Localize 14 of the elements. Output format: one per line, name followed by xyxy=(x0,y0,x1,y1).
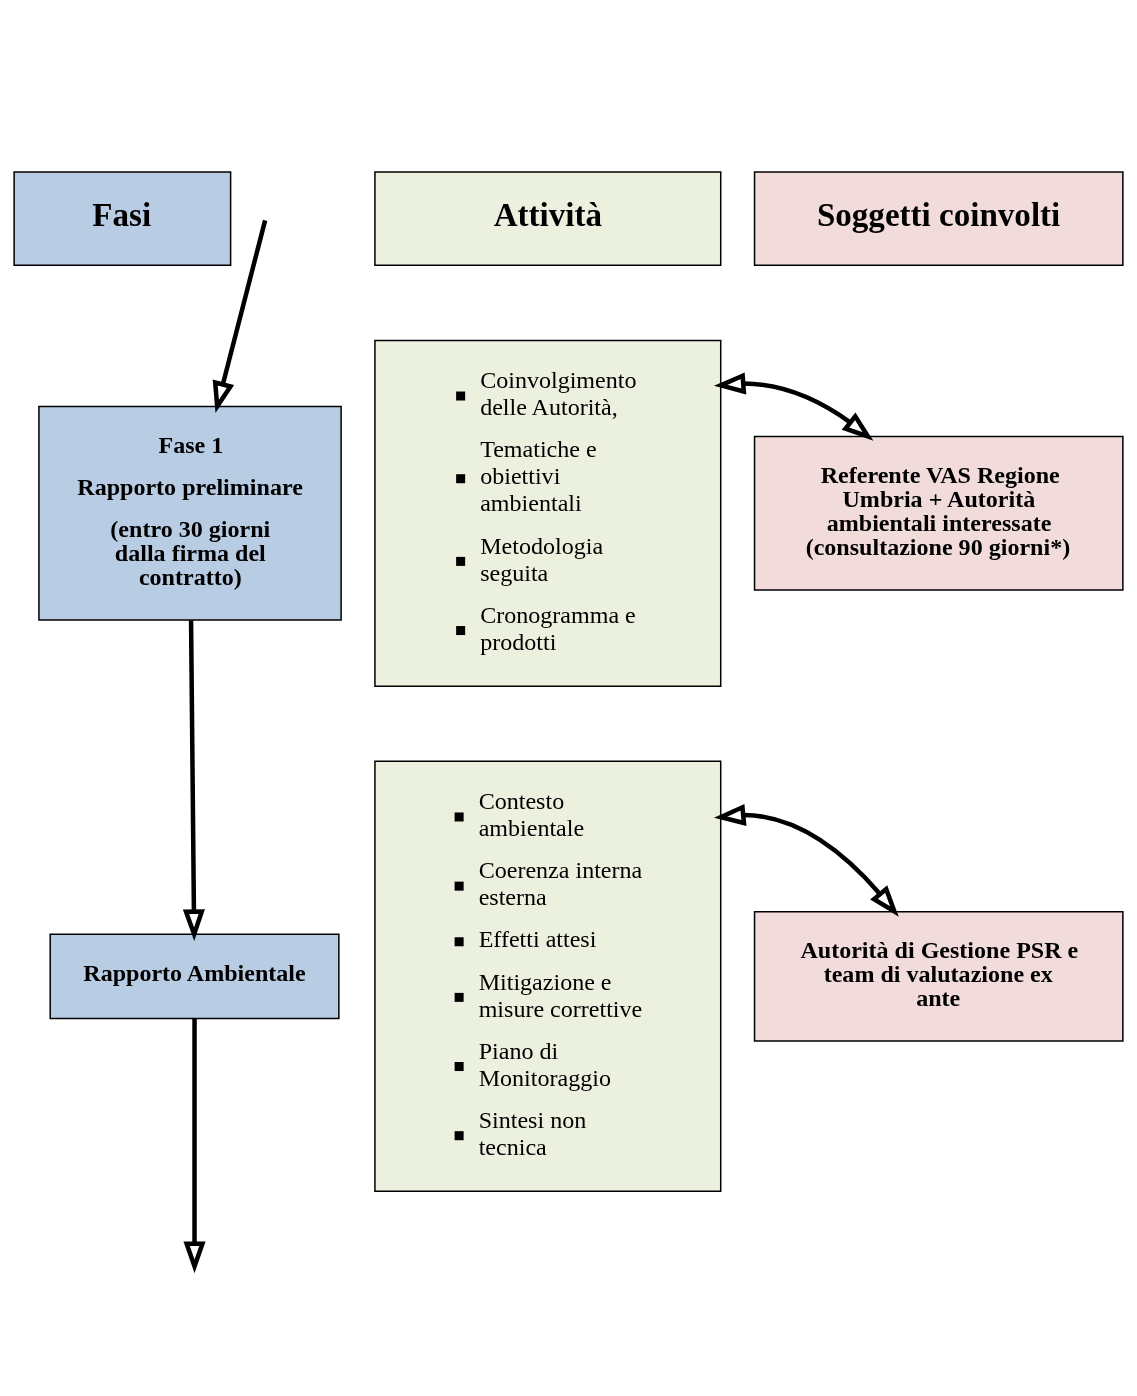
node-box: Contesto ambientale Coerenza interna esterna Effetti attesi Mitigazione e misure correttive Piano di Monitoraggio Sintesi non tecnica xyxy=(374,760,722,1193)
node-box: Rapporto Ambientale xyxy=(49,933,340,1020)
node-box: Autorità di Gestione PSR e team di valutazione ex ante xyxy=(753,910,1124,1042)
node-box: Attività xyxy=(374,171,722,266)
node-box: Fase 1 Rapporto preliminare (entro 30 giorni dalla firma del contratto) xyxy=(38,405,342,621)
arrow xyxy=(713,803,899,917)
arrow xyxy=(182,620,205,941)
node-box: Fasi xyxy=(13,171,232,266)
node-box: Coinvolgimento delle Autorità, Tematiche e obiettivi ambientali Metodologia seguita Cronogramma e prodotti xyxy=(374,339,722,687)
node-box: Referente VAS Regione Umbria + Autorità ambientali interessate (consultazione 90 giorni*) xyxy=(753,435,1124,591)
node-box: Soggetti coinvolti xyxy=(753,171,1124,266)
arrow xyxy=(183,1018,206,1274)
arrow xyxy=(713,372,874,441)
arrow xyxy=(212,219,268,413)
